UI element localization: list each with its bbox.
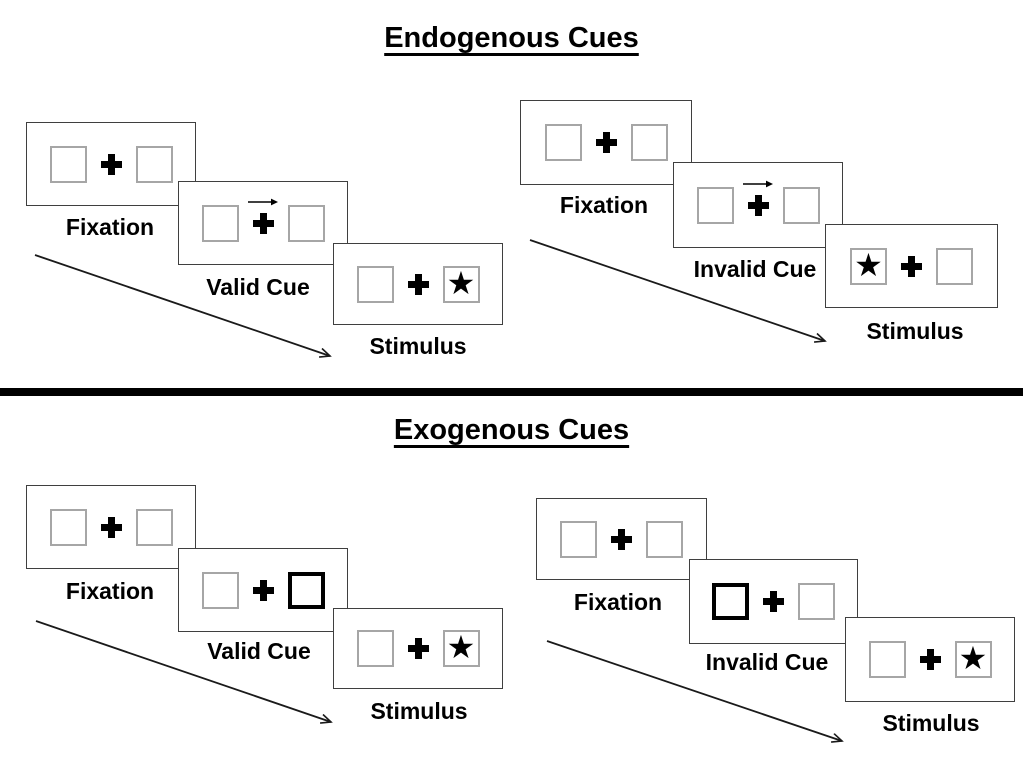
- left-placeholder-box: [868, 641, 906, 678]
- right-placeholder-box: [135, 508, 173, 546]
- panel-label-fixation: Fixation: [65, 214, 155, 240]
- right-placeholder-box: [646, 520, 683, 558]
- fixation-cross-icon: [100, 153, 122, 175]
- cue-panel: [178, 548, 348, 632]
- stimulus-panel: ★: [333, 243, 503, 325]
- cue-panel: [178, 181, 348, 265]
- star-icon: ★: [446, 628, 476, 666]
- left-placeholder-box: [544, 124, 582, 161]
- panel-label-stimulus: Stimulus: [882, 710, 980, 736]
- left-placeholder-box: [560, 520, 597, 558]
- section-title-endogenous: Endogenous Cues: [384, 22, 639, 54]
- panel-label-fixation: Fixation: [559, 192, 649, 218]
- left-placeholder-box: [201, 204, 239, 242]
- timeline-arrow-endogenous-valid: [34, 254, 330, 356]
- panel-label-valid-cue: Valid Cue: [207, 638, 311, 664]
- panel-label-stimulus: Stimulus: [866, 318, 964, 344]
- stimulus-panel: ★: [333, 608, 503, 689]
- star-icon: ★: [958, 639, 988, 677]
- right-placeholder-box: [782, 186, 820, 224]
- fixation-cross-icon: [743, 180, 773, 216]
- fixation-cross-icon: [901, 255, 922, 277]
- fixation-cross-icon: [248, 198, 278, 234]
- timeline-arrow-exogenous-valid: [35, 620, 331, 722]
- fixation-cross-icon: [407, 638, 429, 659]
- left-placeholder-box: [356, 265, 394, 303]
- section-divider: [0, 388, 1023, 396]
- left-placeholder-box: [696, 186, 734, 224]
- panel-label-invalid-cue: Invalid Cue: [693, 256, 817, 282]
- fixation-cross-icon: [919, 649, 941, 670]
- cue-arrow-right-icon: [248, 198, 278, 205]
- left-placeholder-box: [201, 571, 239, 609]
- cue-panel: [689, 559, 858, 644]
- right-placeholder-box: [135, 145, 173, 183]
- left-stimulus-box: ★: [850, 245, 887, 285]
- right-placeholder-box: [630, 124, 668, 161]
- left-placeholder-box: [49, 508, 87, 546]
- fixation-panel: [536, 498, 707, 580]
- fixation-panel: [26, 485, 196, 569]
- section-title-exogenous: Exogenous Cues: [393, 414, 630, 446]
- star-icon: ★: [446, 263, 476, 302]
- fixation-cross-icon: [100, 516, 122, 538]
- left-placeholder-box: [356, 630, 394, 667]
- stimulus-panel: ★: [825, 224, 998, 308]
- fixation-panel: [26, 122, 196, 206]
- fixation-panel: [520, 100, 692, 185]
- panel-label-valid-cue: Valid Cue: [206, 274, 310, 300]
- left-cue-highlight-box: [712, 583, 749, 620]
- right-stimulus-box: ★: [442, 628, 480, 667]
- panel-label-stimulus: Stimulus: [369, 333, 467, 359]
- right-placeholder-box: [936, 247, 973, 285]
- stimulus-panel: ★: [845, 617, 1015, 702]
- fixation-cross-icon: [407, 273, 429, 295]
- right-placeholder-box: [798, 583, 835, 620]
- cue-arrow-right-icon: [743, 180, 773, 187]
- panel-label-invalid-cue: Invalid Cue: [705, 649, 829, 675]
- star-icon: ★: [854, 245, 883, 284]
- fixation-cross-icon: [252, 579, 274, 601]
- cue-panel: [673, 162, 843, 248]
- right-cue-highlight-box: [287, 571, 325, 609]
- fixation-cross-icon: [595, 132, 617, 153]
- fixation-cross-icon: [763, 591, 784, 612]
- right-stimulus-box: ★: [954, 639, 992, 678]
- panel-label-fixation: Fixation: [573, 589, 663, 615]
- left-placeholder-box: [49, 145, 87, 183]
- fixation-cross-icon: [611, 528, 632, 550]
- right-placeholder-box: [287, 204, 325, 242]
- right-stimulus-box: ★: [442, 263, 480, 303]
- panel-label-stimulus: Stimulus: [370, 698, 468, 724]
- panel-label-fixation: Fixation: [65, 578, 155, 604]
